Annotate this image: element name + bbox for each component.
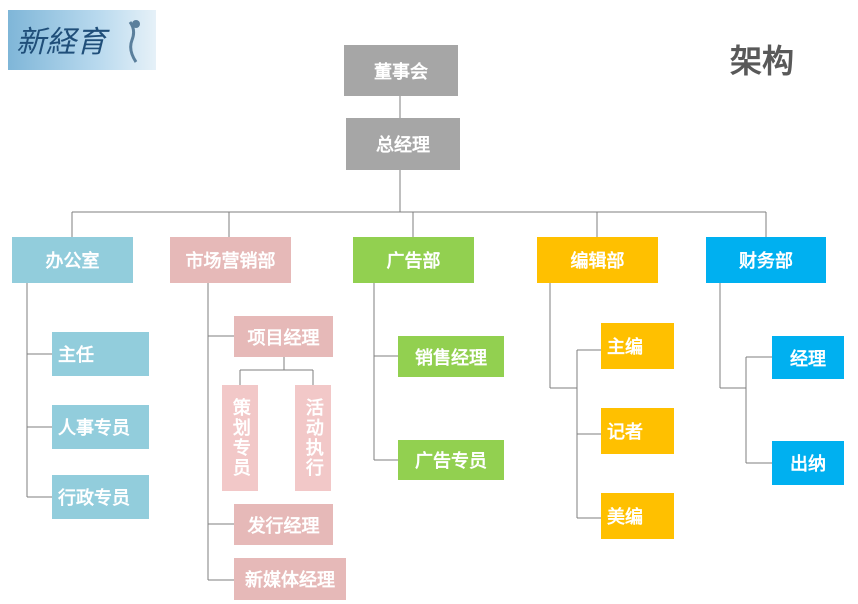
marketing-distribution-manager: 发行经理 bbox=[234, 504, 333, 545]
dept-office: 办公室 bbox=[12, 237, 133, 283]
editorial-art-editor: 美编 bbox=[601, 493, 674, 539]
marketing-planning-specialist: 策划专员 bbox=[222, 385, 258, 491]
dept-editorial: 编辑部 bbox=[537, 237, 658, 283]
company-logo: 新経育 bbox=[8, 10, 156, 70]
office-role-admin: 行政专员 bbox=[52, 475, 149, 519]
marketing-new-media-manager: 新媒体经理 bbox=[234, 558, 346, 600]
marketing-event-executor: 活动执行 bbox=[295, 385, 331, 491]
dept-finance: 财务部 bbox=[706, 237, 826, 283]
svg-text:新経育: 新経育 bbox=[16, 25, 110, 60]
dept-marketing: 市场营销部 bbox=[170, 237, 291, 283]
board-box: 董事会 bbox=[344, 45, 458, 96]
editorial-chief-editor: 主编 bbox=[601, 323, 674, 369]
marketing-project-manager: 项目经理 bbox=[234, 316, 333, 357]
ads-sales-manager: 销售经理 bbox=[398, 336, 504, 377]
finance-manager: 经理 bbox=[772, 336, 844, 379]
office-role-hr: 人事专员 bbox=[52, 405, 149, 449]
finance-cashier: 出纳 bbox=[772, 441, 844, 485]
ads-specialist: 广告专员 bbox=[398, 440, 504, 480]
editorial-reporter: 记者 bbox=[601, 408, 674, 454]
general-manager-box: 总经理 bbox=[346, 118, 460, 170]
dept-ads: 广告部 bbox=[353, 237, 474, 283]
office-role-director: 主任 bbox=[52, 332, 149, 376]
page-title: 架构 bbox=[730, 42, 795, 80]
